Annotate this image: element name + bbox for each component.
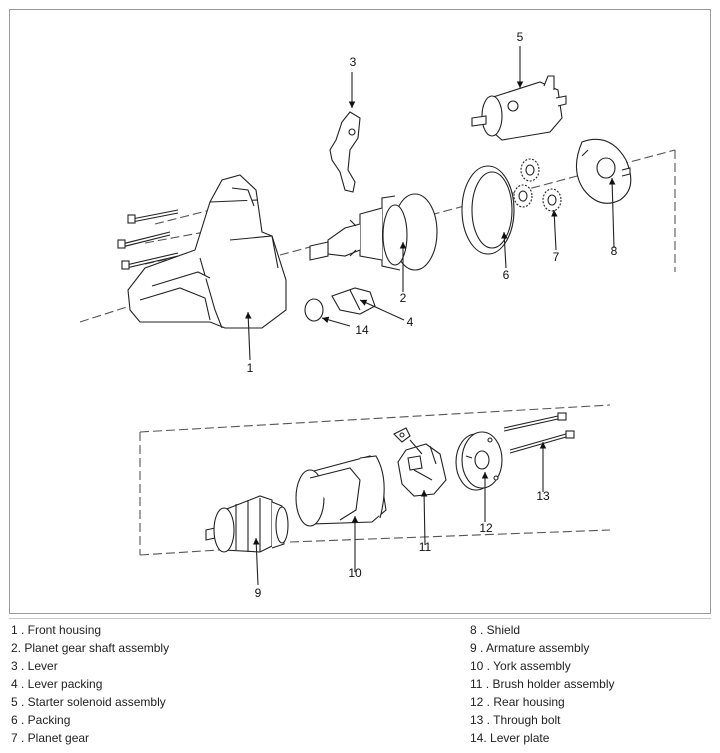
starter-solenoid-assembly <box>471 75 567 141</box>
rear-housing <box>455 431 503 491</box>
legend-item-planet-gear-shaft-assembly: 2. Planet gear shaft assembly <box>11 641 170 655</box>
legend-item-planet-gear: 7 . Planet gear <box>11 731 90 745</box>
legend-item-brush-holder-assembly: 11 . Brush holder assembly <box>470 677 615 691</box>
through-bolts <box>503 412 575 454</box>
legend-item-lever-plate: 14. Lever plate <box>470 731 550 745</box>
legend-item-armature-assembly: 9 . Armature assembly <box>470 641 590 655</box>
callout-9: 9 <box>255 586 262 600</box>
callout-1: 1 <box>247 361 254 375</box>
callout-11: 11 <box>419 540 432 554</box>
callout-numbers: 1 2 3 4 5 6 7 8 9 10 11 12 13 14 <box>247 30 618 600</box>
planet-gears <box>513 158 562 212</box>
lever-packing <box>331 287 376 315</box>
packing <box>461 165 515 255</box>
exploded-diagram: 1 2 3 4 5 6 7 8 9 10 11 12 13 14 <box>9 9 711 614</box>
legend-item-shield: 8 . Shield <box>470 623 521 637</box>
callout-13: 13 <box>536 489 550 503</box>
legend-item-rear-housing: 12 . Rear housing <box>470 695 565 709</box>
parts-legend: 1 . Front housing 2. Planet gear shaft a… <box>9 618 711 751</box>
planet-gear-shaft-assembly <box>309 193 438 271</box>
shield <box>575 138 632 204</box>
callout-8: 8 <box>611 244 618 258</box>
callout-7: 7 <box>553 250 560 264</box>
lever-plate <box>304 298 324 322</box>
york-assembly <box>295 455 387 527</box>
legend-item-front-housing: 1 . Front housing <box>11 623 102 637</box>
brush-holder-assembly <box>393 427 447 497</box>
callout-12: 12 <box>479 521 493 535</box>
callout-5: 5 <box>517 30 524 44</box>
callout-3: 3 <box>350 55 357 69</box>
legend-item-through-bolt: 13 . Through bolt <box>470 713 561 727</box>
callout-10: 10 <box>348 566 362 580</box>
legend-item-starter-solenoid-assembly: 5 . Starter solenoid assembly <box>11 695 166 709</box>
legend-column-right: 8 . Shield 9 . Armature assembly 10 . Yo… <box>470 621 615 747</box>
front-bolts <box>117 209 179 270</box>
legend-column-left: 1 . Front housing 2. Planet gear shaft a… <box>11 621 169 747</box>
armature-assembly <box>205 495 289 553</box>
callout-2: 2 <box>400 291 407 305</box>
lever <box>329 111 361 193</box>
leader-lines <box>244 46 616 586</box>
callout-14: 14 <box>355 323 369 337</box>
callout-4: 4 <box>407 315 414 329</box>
legend-item-packing: 6 . Packing <box>11 713 71 727</box>
front-housing <box>127 174 287 329</box>
legend-item-lever-packing: 4 . Lever packing <box>11 677 103 691</box>
callout-6: 6 <box>503 268 510 282</box>
legend-item-york-assembly: 10 . York assembly <box>470 659 571 673</box>
legend-item-lever: 3 . Lever <box>11 659 58 673</box>
